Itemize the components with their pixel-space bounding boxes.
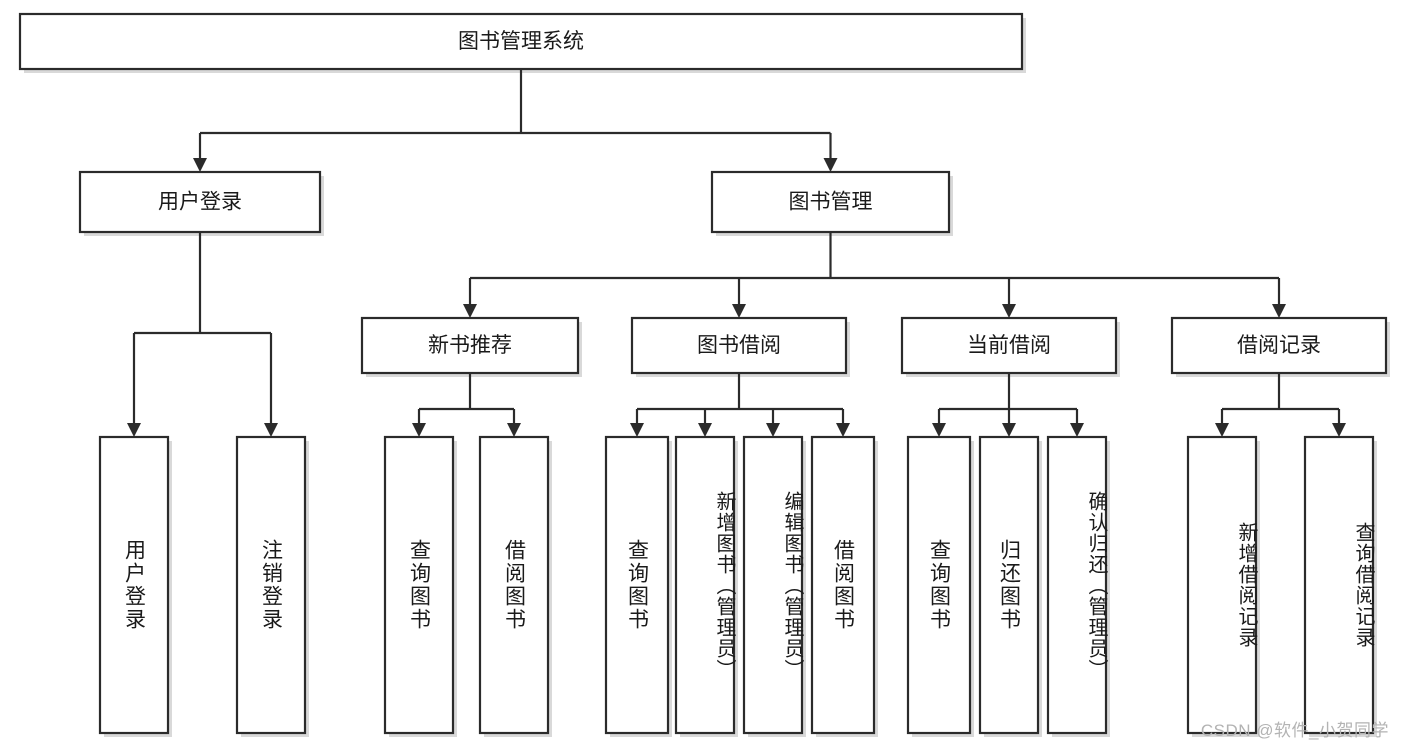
level2-node-2[interactable]: 当前借阅 <box>900 316 1120 377</box>
leaf-node-4[interactable] <box>604 435 672 737</box>
level2-node-0[interactable]: 新书推荐 <box>360 316 582 377</box>
leaf-node-12[interactable] <box>1303 435 1377 737</box>
leaf-node-2[interactable] <box>383 435 457 737</box>
book-mgmt-arrow-2 <box>1002 278 1016 318</box>
level2-3-arrow-1 <box>1332 409 1346 437</box>
level2-2-arrow-1 <box>1002 409 1016 437</box>
leaf-node-7[interactable] <box>810 435 878 737</box>
level2-node-3-label: 借阅记录 <box>1237 334 1321 357</box>
root-arrow-1 <box>823 133 838 172</box>
level2-1-arrow-0 <box>630 409 644 437</box>
leaf-node-1[interactable] <box>235 435 309 737</box>
level2-1-arrow-3 <box>836 409 850 437</box>
level2-3-arrow-0 <box>1215 409 1229 437</box>
user-login-arrow-1 <box>264 333 278 437</box>
root-node[interactable]: 图书管理系统 <box>18 12 1026 73</box>
level2-0-arrow-1 <box>507 409 521 437</box>
level1-node-1[interactable]: 图书管理 <box>710 170 953 236</box>
level2-node-1-label: 图书借阅 <box>697 334 781 357</box>
level2-node-0-label: 新书推荐 <box>428 334 512 357</box>
leaf-node-0[interactable] <box>98 435 172 737</box>
level2-node-2-label: 当前借阅 <box>967 334 1051 357</box>
level2-1-arrow-1 <box>698 409 712 437</box>
level1-node-0-label: 用户登录 <box>158 191 242 214</box>
book-mgmt-arrow-3 <box>1272 278 1286 318</box>
level1-node-0[interactable]: 用户登录 <box>78 170 324 236</box>
book-mgmt-arrow-1 <box>732 278 746 318</box>
leaf-node-8[interactable] <box>906 435 974 737</box>
level2-2-arrow-0 <box>932 409 946 437</box>
leaf-node-5[interactable] <box>674 435 738 737</box>
watermark-text: CSDN @软件_小贺同学 <box>1200 721 1389 740</box>
leaf-node-9[interactable] <box>978 435 1042 737</box>
root-node-label: 图书管理系统 <box>458 30 584 53</box>
level2-2-arrow-2 <box>1070 409 1084 437</box>
book-mgmt-arrow-0 <box>463 278 477 318</box>
leaf-node-10[interactable] <box>1046 435 1110 737</box>
leaf-node-6[interactable] <box>742 435 806 737</box>
level2-node-1[interactable]: 图书借阅 <box>630 316 850 377</box>
level2-1-arrow-2 <box>766 409 780 437</box>
root-arrow-0 <box>193 133 207 172</box>
leaf-node-3[interactable] <box>478 435 552 737</box>
level2-node-3[interactable]: 借阅记录 <box>1170 316 1390 377</box>
user-login-arrow-0 <box>127 333 141 437</box>
level2-0-arrow-0 <box>412 409 426 437</box>
leaf-node-11[interactable] <box>1186 435 1260 737</box>
level1-node-1-label: 图书管理 <box>789 191 873 214</box>
